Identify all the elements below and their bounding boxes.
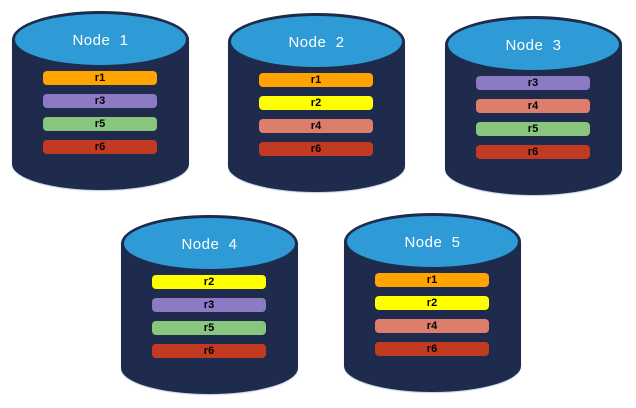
node-label: Node 2 (288, 34, 345, 51)
replica-label: r4 (310, 120, 322, 132)
db-node: Node 2 r1 r2 r4 r6 (228, 13, 405, 192)
replica-bar-r5: r5 (43, 117, 157, 131)
replica-list: r1 r2 r4 r6 (259, 73, 373, 156)
replica-list: r1 r2 r4 r6 (375, 273, 489, 356)
replica-list: r2 r3 r5 r6 (152, 275, 266, 358)
replica-label: r5 (527, 123, 539, 135)
replica-label: r6 (203, 345, 215, 357)
replica-label: r5 (203, 322, 215, 334)
replica-label: r6 (310, 143, 322, 155)
replica-label: r1 (426, 274, 438, 286)
cylinder-top: Node 3 (445, 16, 622, 73)
replica-bar-r3: r3 (152, 298, 266, 312)
replica-bar-r4: r4 (476, 99, 590, 113)
node-label: Node 5 (404, 234, 461, 251)
replica-label: r3 (94, 95, 106, 107)
db-node: Node 3 r3 r4 r5 r6 (445, 16, 622, 195)
replica-label: r3 (203, 299, 215, 311)
replica-label: r6 (94, 141, 106, 153)
replica-label: r1 (310, 74, 322, 86)
node-label: Node 4 (181, 236, 238, 253)
node-label: Node 1 (72, 32, 129, 49)
replica-list: r3 r4 r5 r6 (476, 76, 590, 159)
replica-bar-r3: r3 (43, 94, 157, 108)
replica-bar-r2: r2 (259, 96, 373, 110)
replica-bar-r6: r6 (259, 142, 373, 156)
replica-label: r2 (203, 276, 215, 288)
replica-bar-r1: r1 (259, 73, 373, 87)
replica-bar-r6: r6 (375, 342, 489, 356)
replica-bar-r6: r6 (476, 145, 590, 159)
db-node: Node 1 r1 r3 r5 r6 (12, 11, 189, 190)
replica-bar-r5: r5 (476, 122, 590, 136)
replica-bar-r4: r4 (375, 319, 489, 333)
replica-label: r6 (527, 146, 539, 158)
db-node: Node 4 r2 r3 r5 r6 (121, 215, 298, 394)
replica-label: r6 (426, 343, 438, 355)
replica-label: r2 (310, 97, 322, 109)
replica-label: r3 (527, 77, 539, 89)
replica-label: r2 (426, 297, 438, 309)
cylinder-top: Node 4 (121, 215, 298, 272)
replica-bar-r3: r3 (476, 76, 590, 90)
replica-bar-r6: r6 (152, 344, 266, 358)
replica-label: r4 (527, 100, 539, 112)
replica-bar-r1: r1 (43, 71, 157, 85)
cylinder-top: Node 1 (12, 11, 189, 68)
node-label: Node 3 (505, 37, 562, 54)
replica-bar-r2: r2 (375, 296, 489, 310)
replica-bar-r2: r2 (152, 275, 266, 289)
replica-bar-r5: r5 (152, 321, 266, 335)
replica-list: r1 r3 r5 r6 (43, 71, 157, 154)
replica-label: r4 (426, 320, 438, 332)
db-node: Node 5 r1 r2 r4 r6 (344, 213, 521, 392)
cylinder-top: Node 2 (228, 13, 405, 70)
cylinder-top: Node 5 (344, 213, 521, 270)
replica-label: r5 (94, 118, 106, 130)
replica-bar-r1: r1 (375, 273, 489, 287)
replica-bar-r4: r4 (259, 119, 373, 133)
replica-label: r1 (94, 72, 106, 84)
replica-bar-r6: r6 (43, 140, 157, 154)
